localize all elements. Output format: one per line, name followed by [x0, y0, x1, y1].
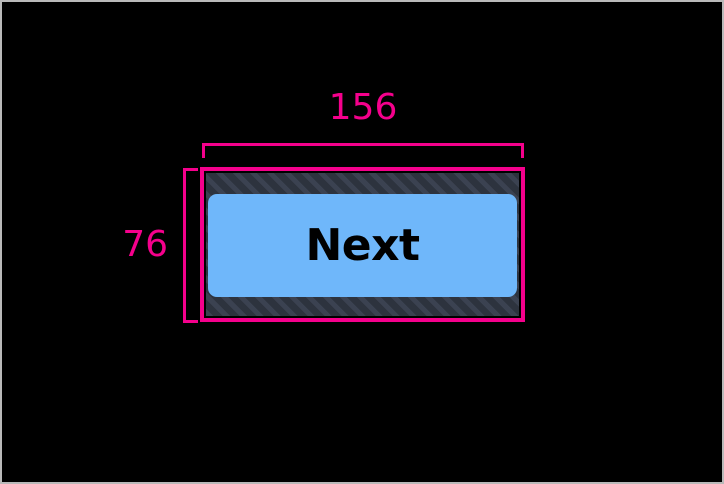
width-dimension-bracket: [202, 143, 524, 158]
height-dimension-bracket: [183, 168, 198, 323]
next-button-label: Next: [305, 219, 420, 271]
width-dimension-label: 156: [328, 87, 398, 128]
selection-highlight-box[interactable]: [200, 167, 525, 322]
next-button-surface[interactable]: Next: [208, 194, 517, 297]
height-dimension-label: 76: [122, 224, 168, 265]
next-button-bounds[interactable]: Next: [206, 173, 519, 316]
